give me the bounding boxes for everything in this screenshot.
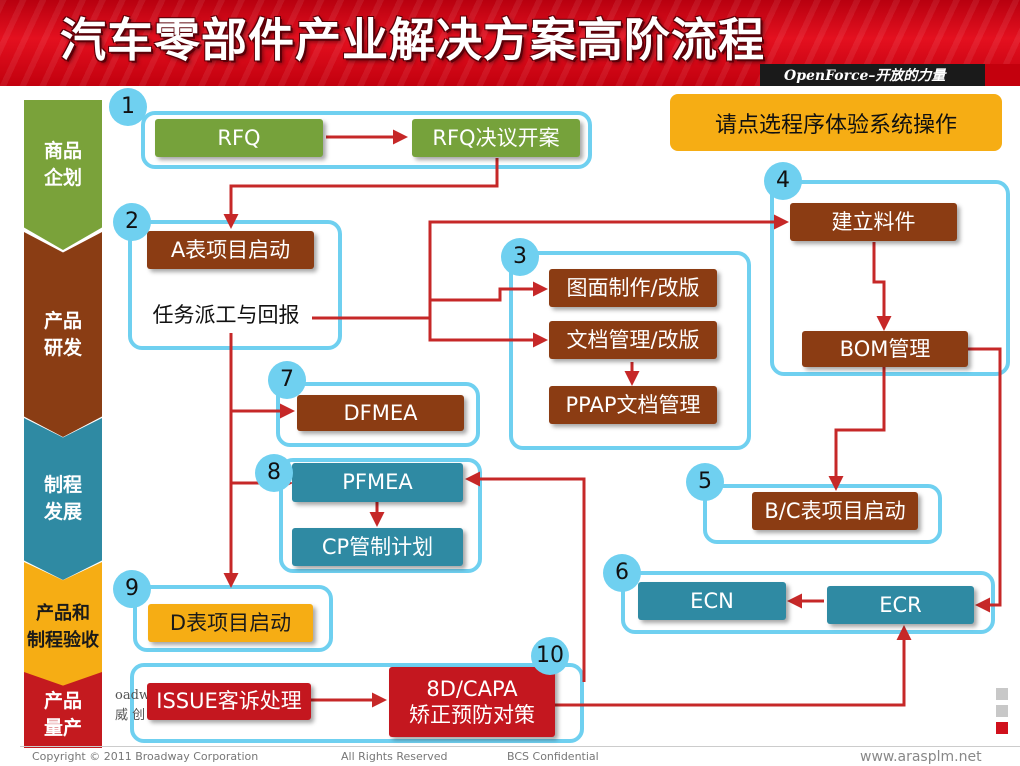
decor-square — [996, 688, 1008, 700]
step-badge-6: 6 — [603, 554, 641, 592]
stage-label: 产品 — [43, 309, 82, 332]
arrow-capa-to-ecr — [555, 625, 912, 707]
stage-label: 制程验收 — [27, 630, 99, 651]
task-dispatch-button[interactable]: 任务派工与回报 — [140, 297, 312, 333]
footer-site: www.arasplm.net — [860, 749, 982, 765]
footer-copyright: Copyright © 2011 Broadway Corporation — [32, 750, 259, 763]
ecr-button[interactable]: ECR — [827, 586, 974, 624]
hint-banner: 请点选程序体验系统操作 — [670, 94, 1002, 151]
ppap-docs-button[interactable]: PPAP文档管理 — [549, 386, 717, 424]
a-form-start-button[interactable]: A表项目启动 — [147, 231, 314, 269]
step-badge-4: 4 — [764, 162, 802, 200]
footer-divider — [20, 746, 1020, 747]
stage-acceptance: 产品和制程验收 — [24, 562, 102, 692]
step-badge-1: 1 — [109, 88, 147, 126]
decor-square — [996, 705, 1008, 717]
d-form-start-button[interactable]: D表项目启动 — [148, 604, 313, 642]
footer-rights: All Rights Reserved — [341, 750, 448, 763]
document-revision-button[interactable]: 文档管理/改版 — [549, 321, 717, 359]
stage-label: 研发 — [43, 336, 82, 359]
step-badge-9: 9 — [113, 570, 151, 608]
cp-plan-button[interactable]: CP管制计划 — [292, 528, 463, 566]
create-parts-button[interactable]: 建立料件 — [790, 203, 957, 241]
step-badge-8: 8 — [255, 454, 293, 492]
tagline-bar — [760, 64, 985, 86]
capa-label-line1: 8D/CAPA — [426, 677, 518, 701]
rfq-decision-button[interactable]: RFQ决议开案 — [412, 119, 580, 157]
step-badge-10: 10 — [531, 637, 569, 675]
drawing-revision-button[interactable]: 图面制作/改版 — [549, 269, 717, 307]
pfmea-button[interactable]: PFMEA — [292, 463, 463, 502]
step-badge-2: 2 — [113, 203, 151, 241]
issue-handling-button[interactable]: ISSUE客诉处理 — [147, 683, 311, 720]
watermark-line: 威 创 — [115, 708, 146, 723]
dfmea-button[interactable]: DFMEA — [297, 395, 464, 431]
arrow-bom-to-ecr — [968, 347, 1002, 613]
step-badge-7: 7 — [268, 361, 306, 399]
capa-label-line2: 矫正预防对策 — [409, 703, 535, 727]
stage-product-planning: 商品企划 — [24, 100, 102, 250]
stage-product-development: 产品研发 — [24, 232, 102, 437]
stage-label: 量产 — [43, 717, 82, 739]
bc-form-start-button[interactable]: B/C表项目启动 — [752, 492, 918, 530]
capa-button[interactable]: 8D/CAPA 矫正预防对策 — [389, 667, 555, 737]
footer-confidential: BCS Confidential — [507, 750, 599, 763]
stage-process-development: 制程发展 — [24, 418, 102, 580]
header-banner: 汽车零部件产业解决方案高阶流程 OpenForce–开放的力量 — [0, 0, 1020, 86]
bom-management-button[interactable]: BOM管理 — [802, 331, 968, 367]
stage-label: 产品 — [43, 690, 82, 712]
page-title: 汽车零部件产业解决方案高阶流程 — [60, 13, 765, 67]
tagline: OpenForce–开放的力量 — [784, 68, 946, 84]
decor-square-red — [996, 722, 1008, 734]
stage-label: 企划 — [43, 167, 82, 189]
step-badge-5: 5 — [686, 463, 724, 501]
arrow-bom-to-bc — [828, 367, 886, 491]
tagline-accent — [985, 64, 1020, 86]
step-badge-3: 3 — [501, 238, 539, 276]
ecn-button[interactable]: ECN — [638, 582, 786, 620]
stage-label: 产品和 — [36, 603, 90, 624]
stage-label: 制程 — [43, 474, 82, 496]
stage-label: 发展 — [43, 501, 82, 523]
rfq-button[interactable]: RFQ — [155, 119, 323, 157]
stage-label: 商品 — [43, 140, 82, 162]
